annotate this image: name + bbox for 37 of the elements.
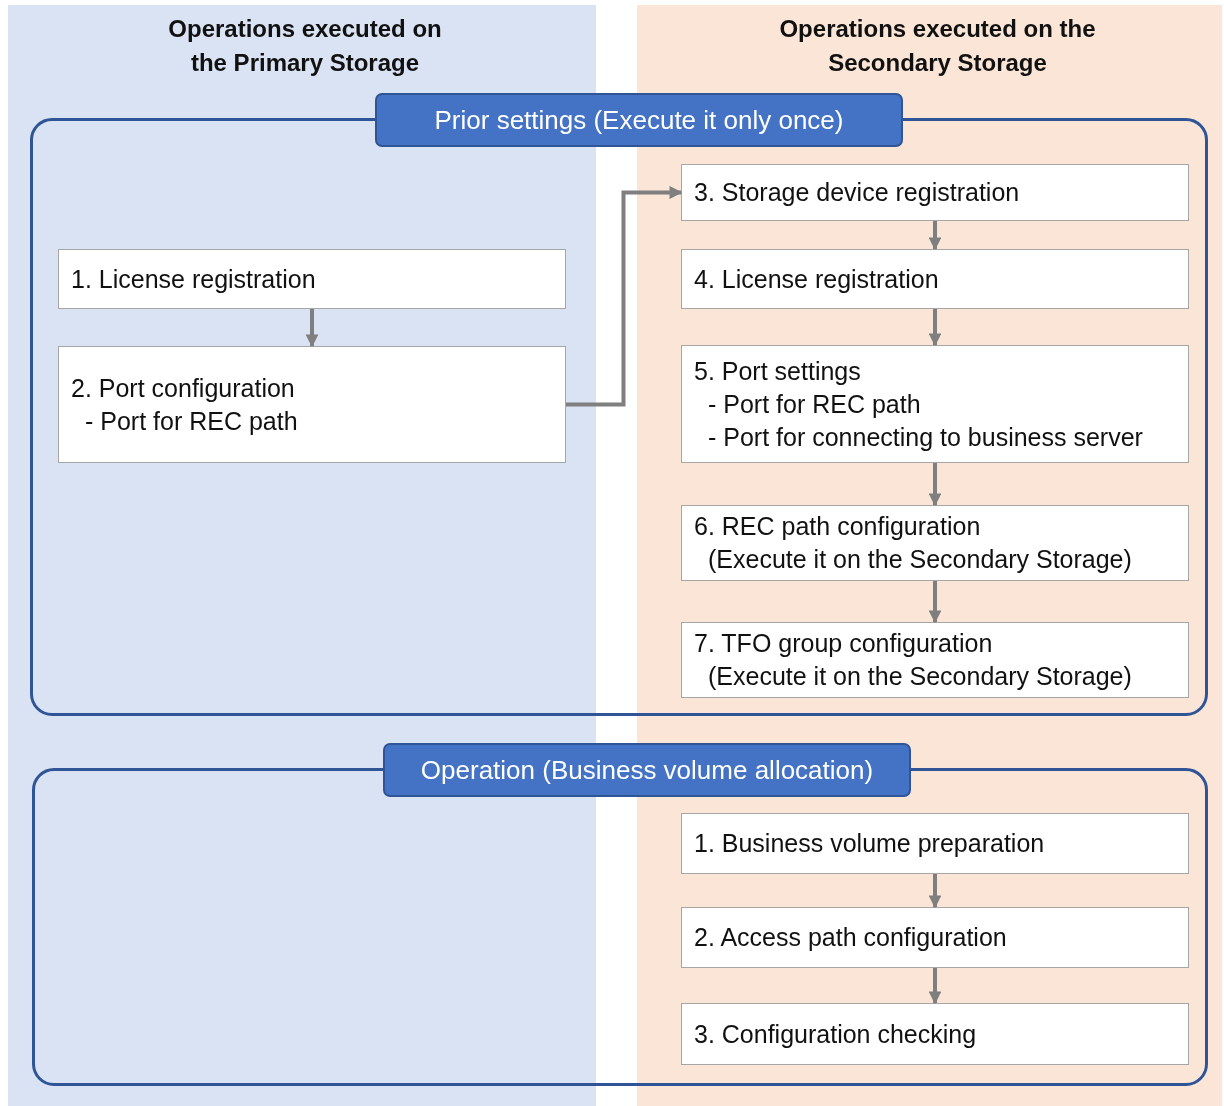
step-label: 3. Configuration checking <box>694 1018 978 1050</box>
arrow <box>928 463 942 507</box>
step-detail: (Execute it on the Secondary Storage) <box>707 661 1133 692</box>
process-box <box>681 345 1189 463</box>
process-box <box>681 249 1189 309</box>
arrow <box>305 309 319 348</box>
arrow <box>928 309 942 347</box>
process-box <box>681 813 1189 874</box>
process-box <box>58 346 566 463</box>
step-detail: - Port for connecting to business server <box>707 421 1144 453</box>
step-label: 6. REC path configuration <box>694 511 982 542</box>
process-box <box>681 907 1189 968</box>
process-box <box>681 164 1189 221</box>
arrow <box>928 581 942 624</box>
process-box <box>681 505 1189 581</box>
process-box <box>58 249 566 309</box>
step-label: 2. Port configuration <box>71 372 296 404</box>
arrow <box>928 221 942 251</box>
process-box <box>681 622 1189 698</box>
arrow <box>566 186 683 407</box>
step-label: 7. TFO group configuration <box>694 628 994 659</box>
step-label: 4. License registration <box>694 263 940 295</box>
step-detail: - Port for REC path <box>707 388 922 420</box>
section-title: Operation (Business volume allocation) <box>383 743 911 797</box>
step-detail: (Execute it on the Secondary Storage) <box>707 544 1133 575</box>
step-label: 1. Business volume preparation <box>694 828 1046 859</box>
step-detail: - Port for REC path <box>84 405 299 437</box>
step-label: 2. Access path configuration <box>694 922 1008 953</box>
column-heading: Operations executed on the Secondary Storage <box>778 14 1097 78</box>
arrow <box>928 874 942 909</box>
process-box <box>681 1003 1189 1065</box>
step-label: 5. Port settings <box>694 355 862 387</box>
column-heading: Operations executed on the Primary Storage <box>167 14 443 78</box>
arrow <box>928 968 942 1005</box>
section-title: Prior settings (Execute it only once) <box>375 93 903 147</box>
step-label: 3. Storage device registration <box>694 177 1021 208</box>
step-label: 1. License registration <box>71 263 317 295</box>
